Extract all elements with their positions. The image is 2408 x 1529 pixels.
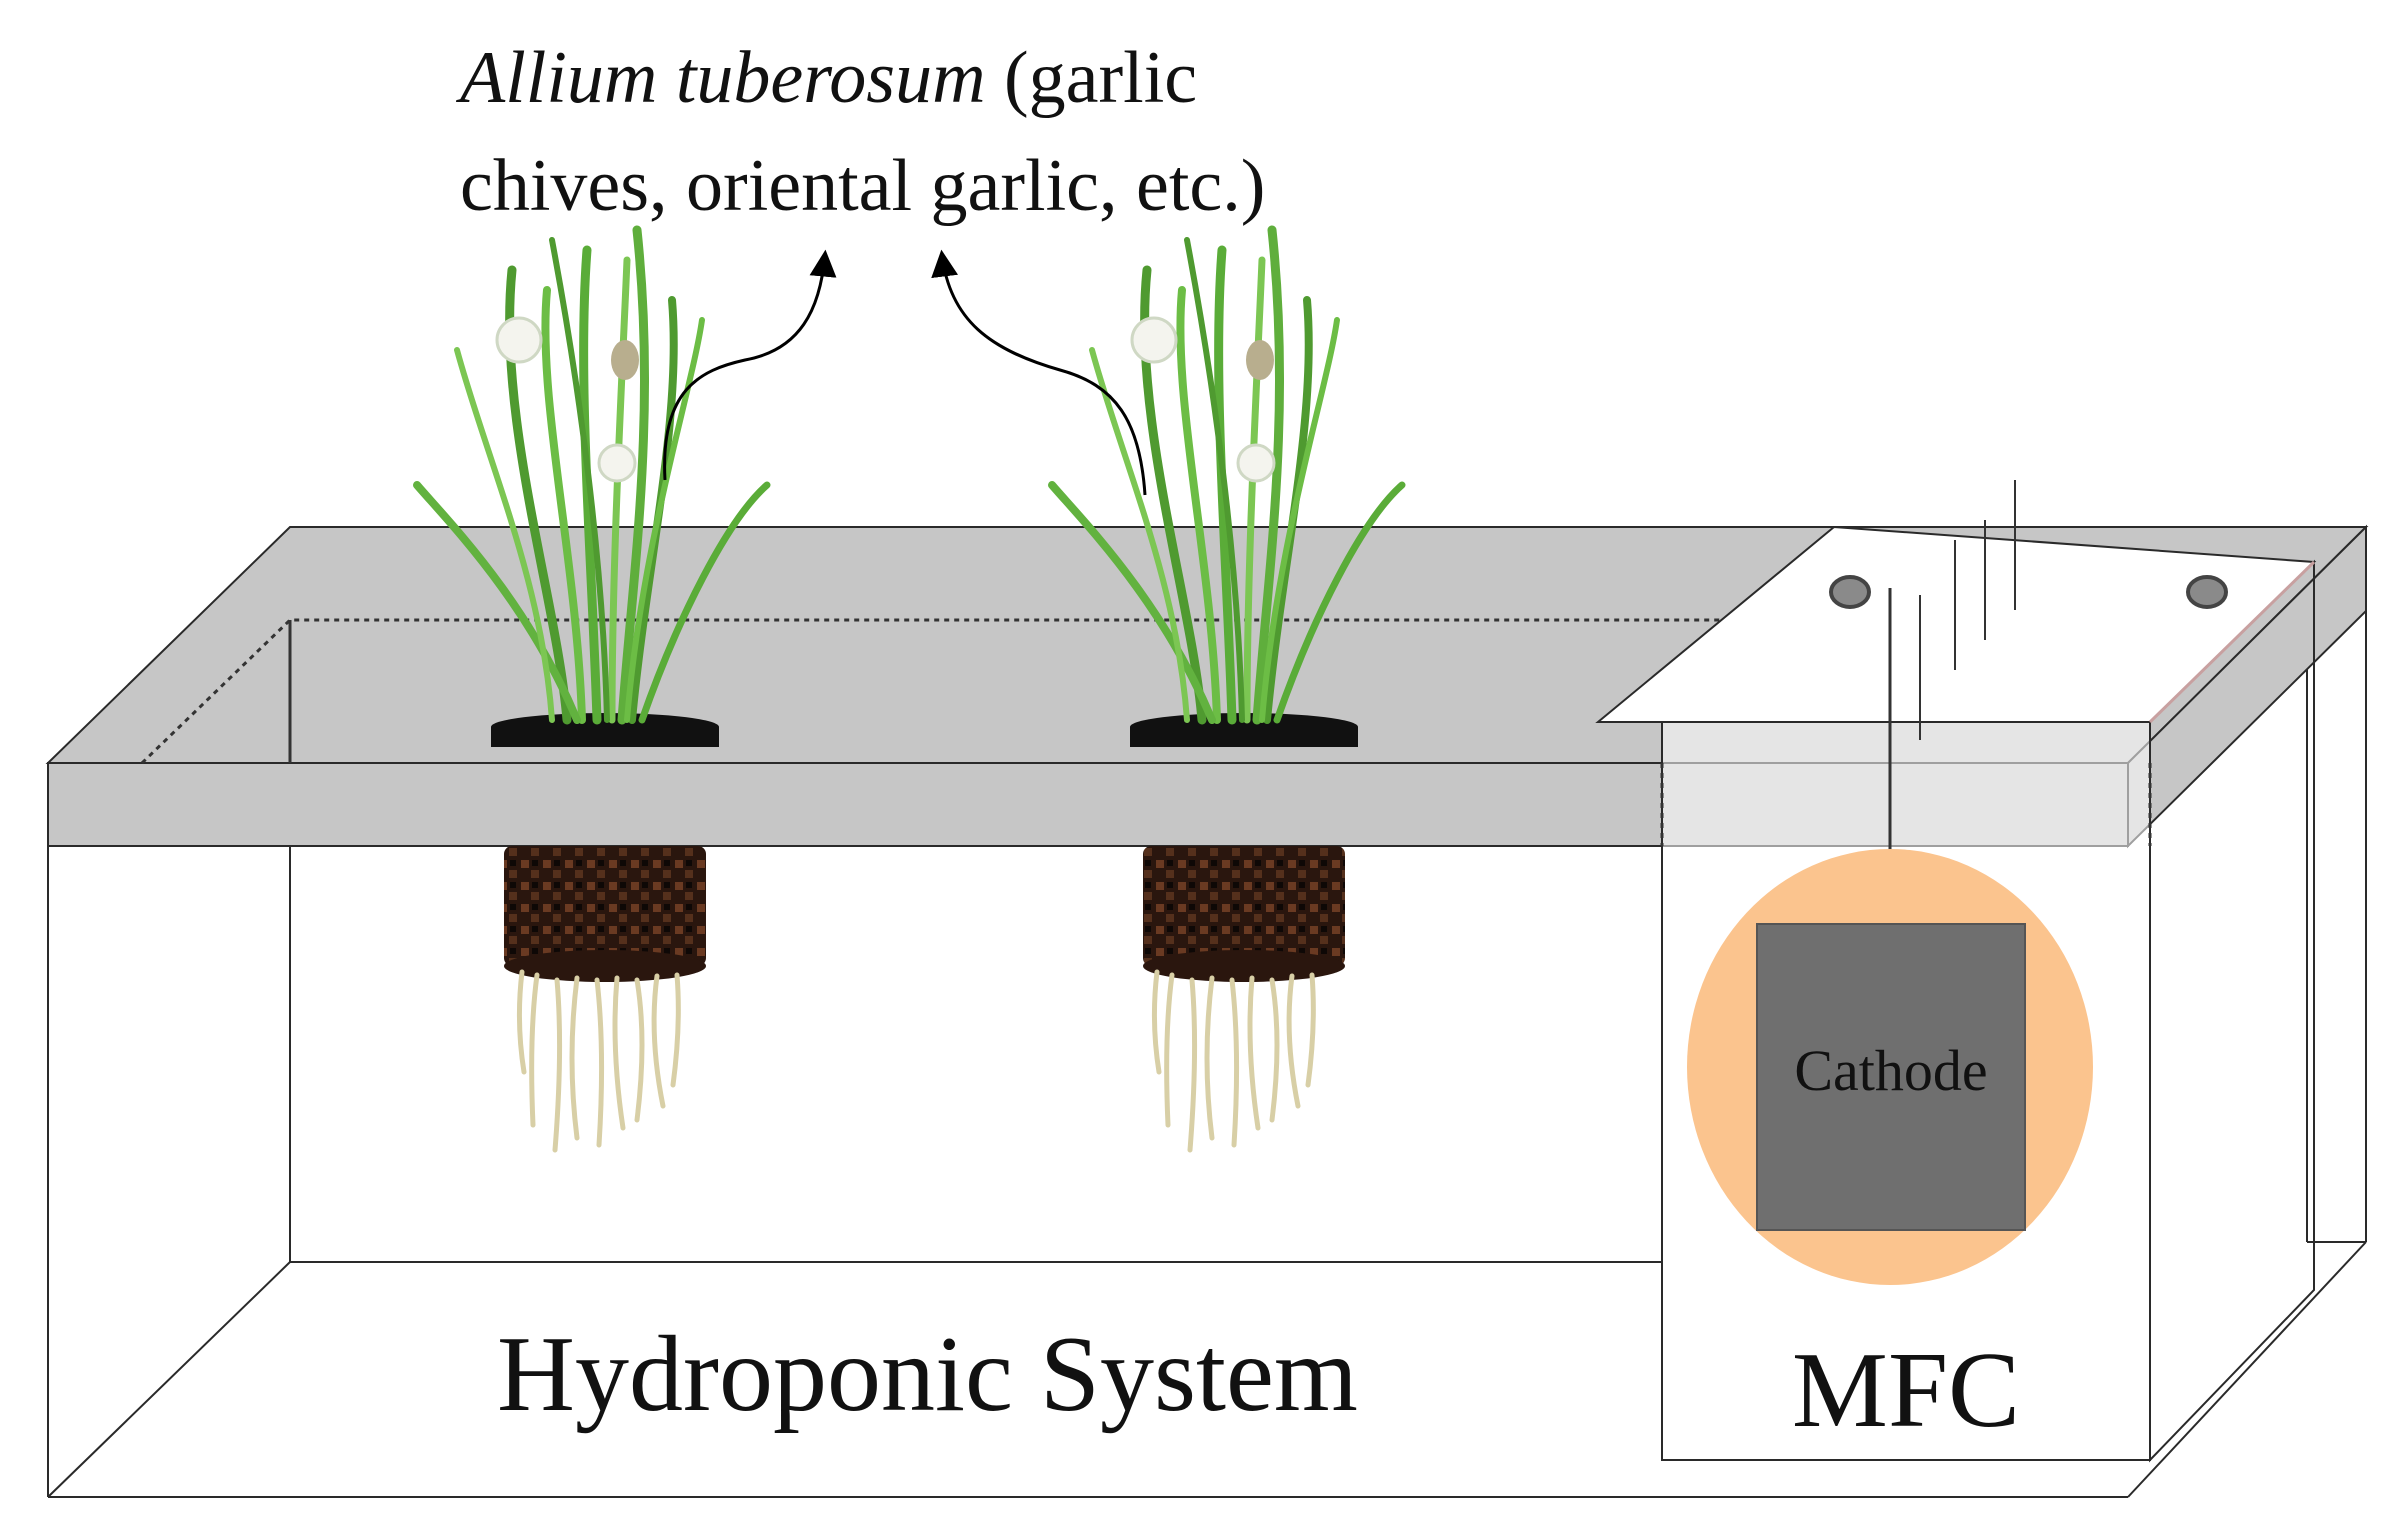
- flower-bud: [1246, 340, 1274, 380]
- arrow-right: [931, 249, 1147, 496]
- screw-right: [2186, 575, 2228, 609]
- cathode-label: Cathode: [1794, 1038, 1987, 1103]
- hydroponic-tank: [47, 527, 2367, 1498]
- roots: [1151, 969, 1316, 1153]
- roots: [516, 969, 681, 1153]
- flower: [495, 316, 543, 364]
- flower: [1236, 443, 1276, 483]
- plant-left: [413, 225, 771, 1153]
- flower: [1130, 316, 1178, 364]
- cathode-plate: [1756, 923, 2026, 1231]
- flower: [597, 443, 637, 483]
- species-title: Allium tuberosum (garlic: [455, 37, 1197, 119]
- net-pot-basket: [1143, 846, 1345, 966]
- screw-left: [1829, 575, 1871, 609]
- plant-right: [1048, 225, 1406, 1153]
- flower-bud: [611, 340, 639, 380]
- title-line1-rest: (garlic: [986, 37, 1198, 119]
- species-name: Allium tuberosum: [455, 37, 986, 119]
- arrow-left: [663, 249, 837, 481]
- mfc-label: MFC: [1792, 1331, 2020, 1450]
- hydroponic-system-label: Hydroponic System: [497, 1315, 1358, 1434]
- net-pot-basket: [504, 846, 706, 966]
- cathode: Cathode: [1687, 849, 2093, 1285]
- species-common-names: chives, oriental garlic, etc.): [460, 145, 1265, 227]
